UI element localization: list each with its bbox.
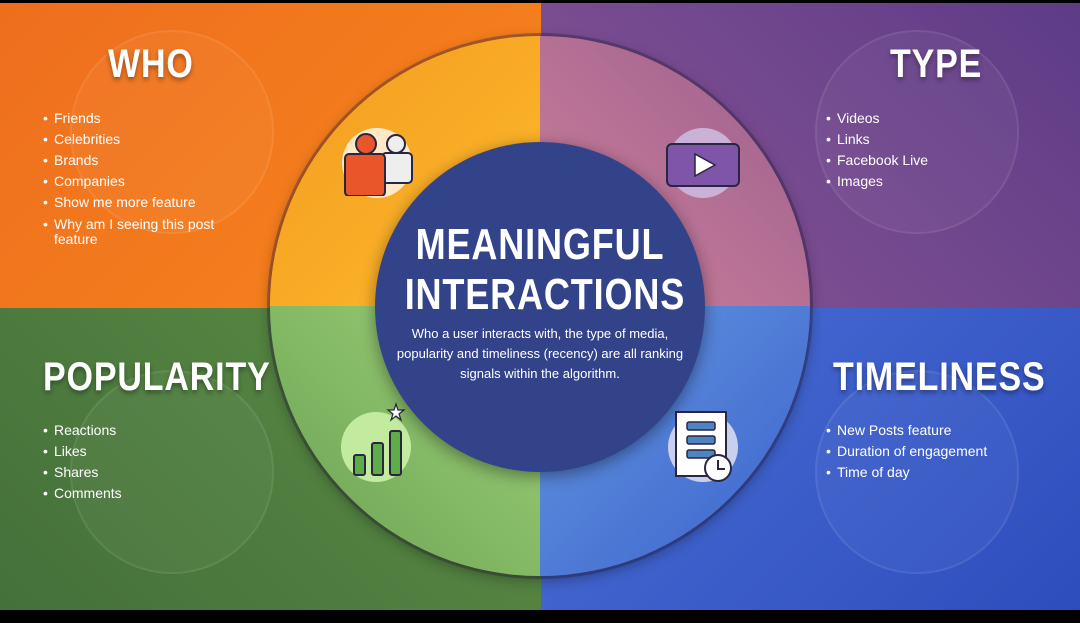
center-circle: MEANINGFUL INTERACTIONS Who a user inter… bbox=[375, 142, 705, 472]
list-item: Images bbox=[826, 171, 928, 192]
timeliness-list: New Posts feature Duration of engagement… bbox=[826, 420, 987, 483]
who-heading: WHO bbox=[108, 42, 194, 86]
document-clock-icon bbox=[668, 411, 738, 482]
center-description: Who a user interacts with, the type of m… bbox=[396, 326, 684, 381]
list-item: Time of day bbox=[826, 462, 987, 483]
title-line-1: MEANINGFUL bbox=[415, 220, 665, 269]
timeliness-heading: TIMELINESS bbox=[833, 355, 1046, 399]
title-line-2: INTERACTIONS bbox=[404, 270, 686, 319]
list-item: Links bbox=[826, 129, 928, 150]
list-item: Likes bbox=[43, 441, 122, 462]
bottom-border bbox=[0, 610, 1080, 623]
video-play-icon bbox=[666, 128, 740, 198]
list-item: New Posts feature bbox=[826, 420, 987, 441]
popularity-heading: POPULARITY bbox=[43, 355, 271, 399]
popularity-list: Reactions Likes Shares Comments bbox=[43, 420, 122, 504]
list-item: Facebook Live bbox=[826, 150, 928, 171]
list-item: Videos bbox=[826, 108, 928, 129]
who-list: Friends Celebrities Brands Companies Sho… bbox=[43, 108, 253, 247]
type-list: Videos Links Facebook Live Images bbox=[826, 108, 928, 192]
list-item: Reactions bbox=[43, 420, 122, 441]
list-item: Brands bbox=[43, 150, 253, 171]
list-item: Duration of engagement bbox=[826, 441, 987, 462]
list-item: Friends bbox=[43, 108, 253, 129]
list-item: Companies bbox=[43, 171, 253, 192]
bar-chart-star-icon bbox=[341, 402, 411, 482]
list-item: Shares bbox=[43, 462, 122, 483]
list-item: Show me more feature bbox=[43, 192, 253, 213]
list-item: Comments bbox=[43, 483, 122, 504]
type-heading: TYPE bbox=[890, 42, 983, 86]
center-title: MEANINGFUL INTERACTIONS bbox=[404, 220, 686, 320]
list-item: Celebrities bbox=[43, 129, 253, 150]
list-item: Why am I seeing this post feature bbox=[43, 213, 253, 247]
people-icon bbox=[342, 128, 413, 198]
